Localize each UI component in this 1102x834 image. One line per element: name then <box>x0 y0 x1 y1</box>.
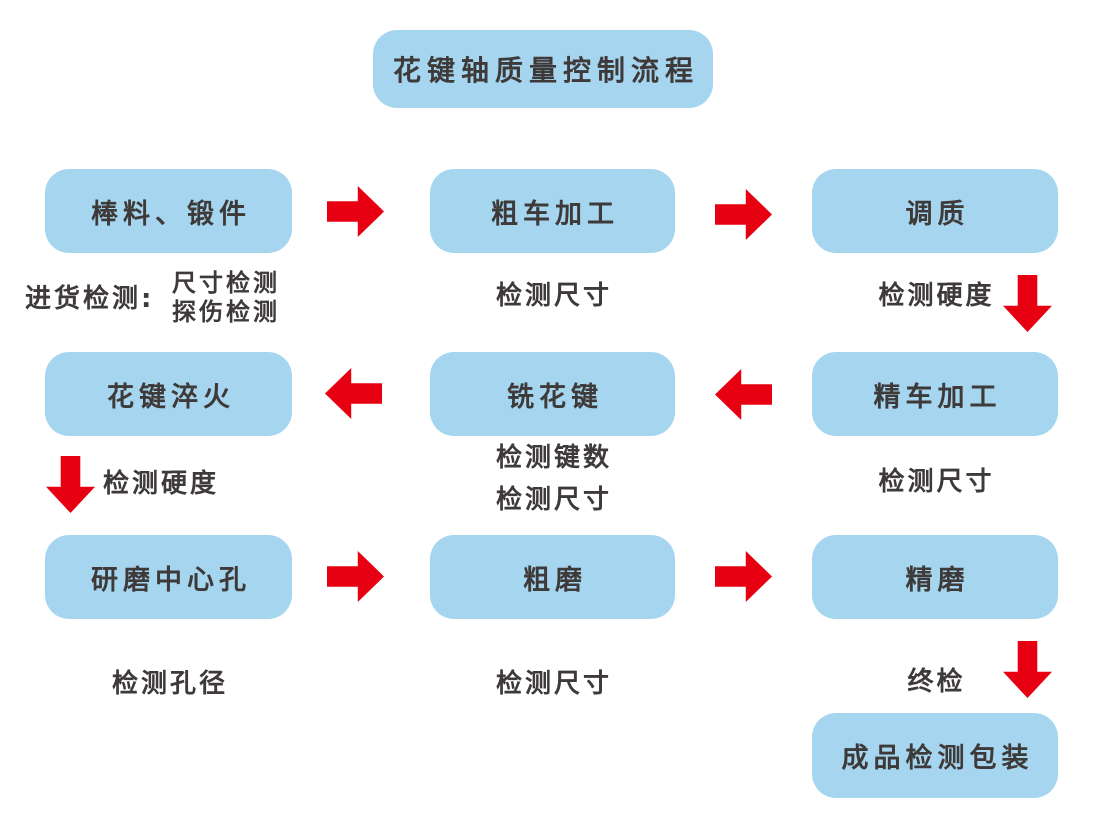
arrow-left-icon <box>325 368 382 419</box>
inspection-label-dimension: 检测尺寸 <box>495 669 612 699</box>
process-label: 精车加工 <box>873 381 1002 413</box>
inspection-label-incoming-items: 尺寸检测 探伤检测 <box>172 269 280 327</box>
process-box-grind-center-hole: 研磨中心孔 <box>45 535 292 619</box>
arrow-right-icon <box>715 551 772 602</box>
process-box-rough-turning: 粗车加工 <box>430 169 675 253</box>
inspection-label-dimension: 检测尺寸 <box>495 281 612 311</box>
process-label: 铣花键 <box>507 381 603 413</box>
inspection-label-key-count: 检测键数 <box>495 443 612 473</box>
process-box-rough-grinding: 粗磨 <box>430 535 675 619</box>
inspection-label-hardness: 检测硬度 <box>878 281 995 311</box>
process-label: 粗磨 <box>523 564 587 596</box>
process-box-finish-turning: 精车加工 <box>812 352 1058 436</box>
inspection-label-hardness: 检测硬度 <box>103 469 220 499</box>
arrow-right-icon <box>715 189 772 240</box>
process-box-spline-milling: 铣花键 <box>430 352 675 436</box>
process-label: 调质 <box>905 198 970 230</box>
process-label: 精磨 <box>905 564 970 596</box>
inspection-line-flaw: 探伤检测 <box>172 298 280 326</box>
arrow-right-icon <box>327 551 384 602</box>
process-label: 棒料、锻件 <box>91 198 251 230</box>
process-box-spline-quenching: 花键淬火 <box>45 352 292 436</box>
arrow-right-icon <box>327 186 384 237</box>
inspection-label-dimension: 检测尺寸 <box>878 467 995 497</box>
inspection-label-dimension: 检测尺寸 <box>495 485 612 515</box>
inspection-line-dimension: 尺寸检测 <box>172 269 280 297</box>
process-label: 研磨中心孔 <box>91 564 251 596</box>
inspection-label-final-check: 终检 <box>907 667 966 697</box>
inspection-label-incoming: 进货检测: <box>25 284 155 314</box>
flow-title-box: 花键轴质量控制流程 <box>373 30 713 108</box>
process-box-finish-grinding: 精磨 <box>812 535 1058 619</box>
arrow-left-icon <box>715 369 772 420</box>
flow-title: 花键轴质量控制流程 <box>392 54 699 87</box>
process-label: 成品检测包装 <box>841 743 1034 774</box>
arrow-down-icon <box>46 456 95 513</box>
process-label: 花键淬火 <box>107 381 235 413</box>
process-box-quench-temper: 调质 <box>812 169 1058 253</box>
process-label: 粗车加工 <box>491 198 619 230</box>
process-box-bar-stock-forging: 棒料、锻件 <box>45 169 292 253</box>
process-box-finished-product-packaging: 成品检测包装 <box>812 713 1058 798</box>
inspection-label-hole-diameter: 检测孔径 <box>111 669 228 699</box>
